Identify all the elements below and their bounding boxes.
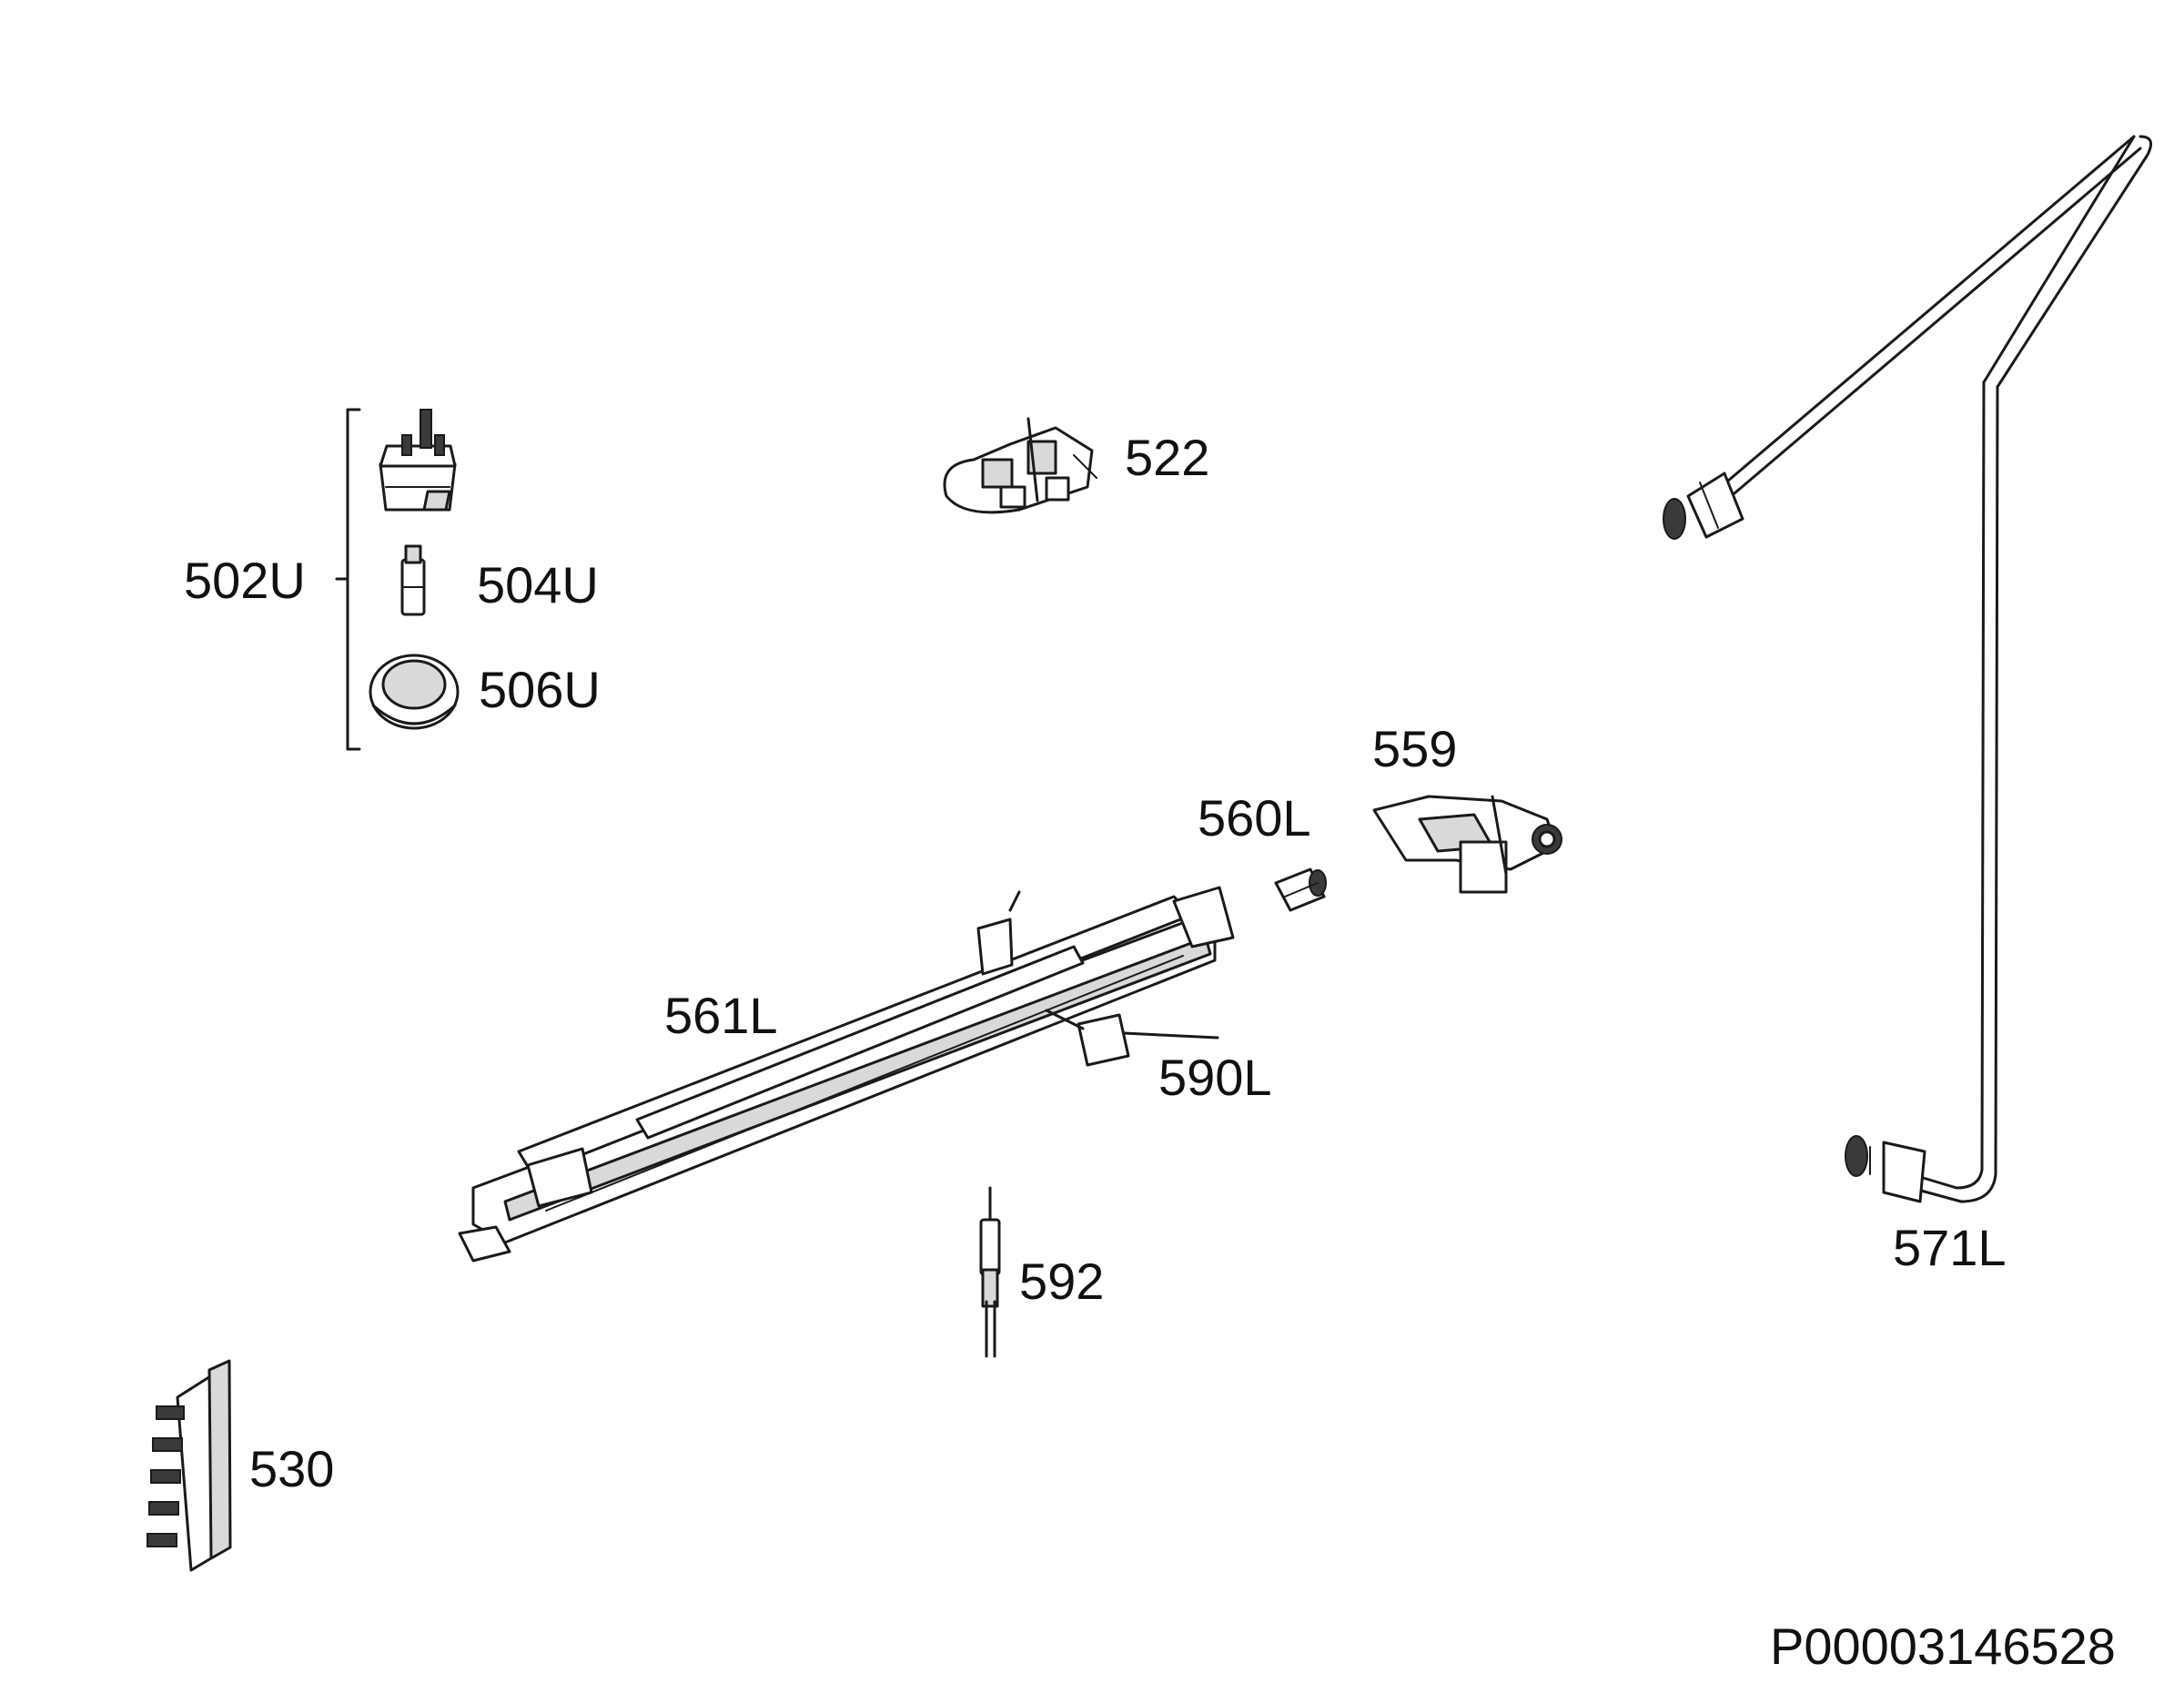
part-559-valve: 559 xyxy=(1372,720,1562,894)
part-590L-electrode: 590L xyxy=(1045,1009,1272,1106)
part-502U-assembly: 502U 504U 506U xyxy=(184,408,601,751)
part-530-terminal-block: 530 xyxy=(147,1359,334,1572)
label-560L: 560L xyxy=(1198,789,1311,847)
part-504U-connector xyxy=(400,544,426,616)
label-559: 559 xyxy=(1372,720,1457,777)
label-504U: 504U xyxy=(477,556,599,614)
part-571L-gas-pipe: 571L xyxy=(1663,135,2153,1276)
part-502U-switch-body xyxy=(379,409,457,512)
part-561L-burner: 561L xyxy=(458,886,1235,1263)
diagram-code: P00003146528 xyxy=(1770,1618,2116,1675)
part-506U-knob xyxy=(369,654,460,730)
label-530: 530 xyxy=(249,1440,334,1497)
part-522-bracket: 522 xyxy=(943,417,1209,514)
label-502U: 502U xyxy=(184,552,306,609)
label-571L: 571L xyxy=(1893,1219,2007,1276)
label-561L: 561L xyxy=(664,987,778,1044)
label-522: 522 xyxy=(1125,429,1209,486)
label-590L: 590L xyxy=(1158,1049,1272,1106)
label-506U: 506U xyxy=(479,661,601,718)
label-592: 592 xyxy=(1019,1253,1104,1310)
part-560L-nut: 560L xyxy=(1198,789,1327,912)
part-592-thermocouple: 592 xyxy=(979,1186,1104,1358)
